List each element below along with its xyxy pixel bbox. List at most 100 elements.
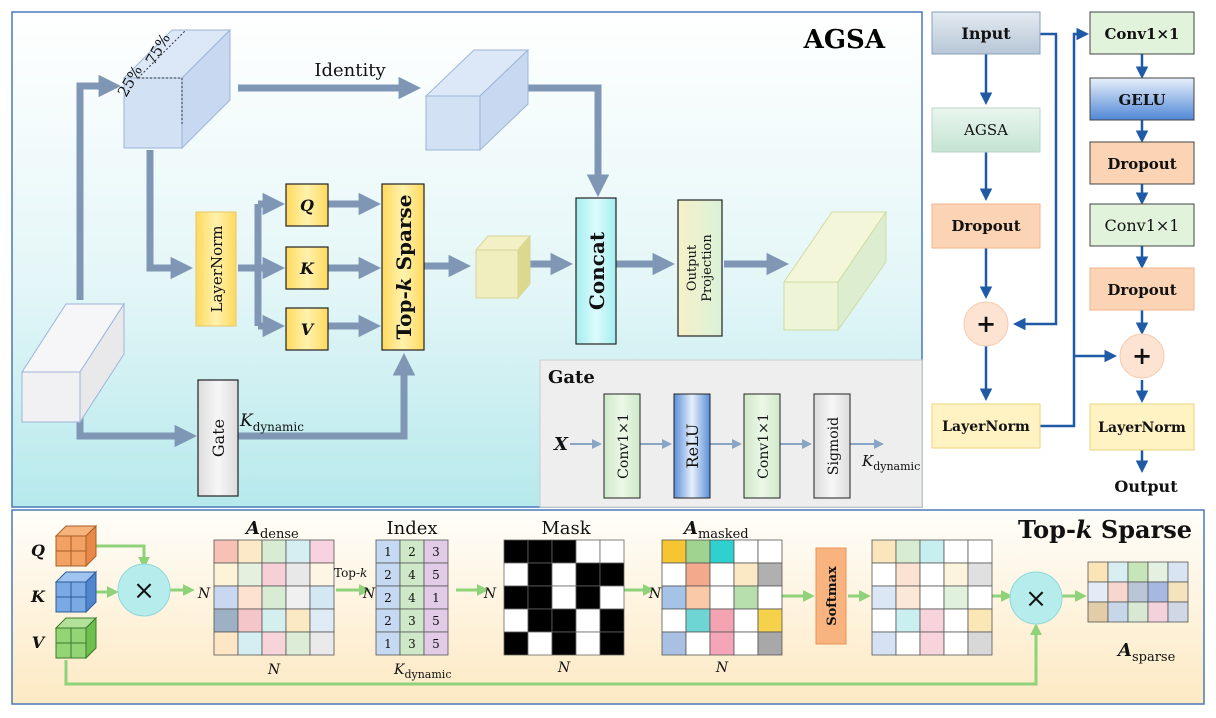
- gate-sigmoid-box: [813, 393, 851, 499]
- topk-arrow-label: Top-k: [334, 566, 367, 580]
- a-sparse-grid: [1087, 561, 1189, 623]
- index-cell: 2: [384, 591, 392, 605]
- index-cell: 2: [408, 545, 416, 559]
- index-cell: 5: [432, 637, 440, 651]
- gate-conv1-box: [603, 393, 641, 499]
- k-label: K: [299, 259, 315, 278]
- topk-multiply2-circle: [1009, 571, 1063, 625]
- mask-title: Mask: [541, 518, 591, 539]
- agsa-kdynamic-label: Kdynamic: [239, 411, 304, 434]
- softmax-box: [815, 547, 847, 645]
- concat-label: Concat: [585, 231, 609, 310]
- topk-sparse-box: [381, 183, 425, 351]
- topk-q-label: Q: [31, 541, 45, 560]
- split-feature-cuboid: [122, 28, 232, 150]
- index-cell: 3: [408, 637, 416, 651]
- block-conv-a-label: Conv1×1: [1104, 25, 1179, 43]
- identity-feature-cuboid: [424, 48, 530, 152]
- gate-label: Gate: [209, 419, 228, 457]
- a-dense-grid: [213, 539, 335, 656]
- a-masked-grid: [661, 539, 783, 656]
- output-projection-label: OutputProjection: [685, 234, 715, 302]
- gate-sigmoid-label: Sigmoid: [826, 417, 842, 475]
- gate-panel-x: X: [553, 434, 569, 455]
- block-layernorm2-box: [1089, 403, 1195, 451]
- topk-k-label: K: [30, 587, 46, 606]
- gate-box: [197, 379, 239, 497]
- a-dense-n-bottom: N: [267, 662, 281, 678]
- index-cell: 3: [432, 545, 440, 559]
- block-conv-b-box: [1089, 203, 1195, 247]
- block-conv-b-label: Conv1×1: [1105, 216, 1180, 235]
- softmax-output-grid: [871, 539, 993, 656]
- topk-sparse-label: Top-k Sparse: [392, 195, 416, 340]
- a-dense-n-left: N: [197, 586, 211, 602]
- agsa-title: AGSA: [803, 25, 886, 55]
- block-conv-a-box: [1089, 11, 1195, 55]
- index-cell: 2: [384, 568, 392, 582]
- block-input-box: [931, 11, 1041, 55]
- identity-label: Identity: [314, 60, 386, 81]
- block-dropout1-label: Dropout: [951, 217, 1020, 235]
- topk-k-cube: [54, 570, 98, 614]
- block-agsa-box: [931, 107, 1041, 153]
- topk-q-cube: [54, 524, 98, 568]
- a-dense-label: Adense: [244, 518, 299, 542]
- block-add2-label: +: [1132, 341, 1152, 370]
- block-layernorm1-box: [931, 403, 1041, 449]
- output-feature-cuboid: [783, 210, 887, 332]
- mask-n-bottom: N: [557, 660, 571, 676]
- block-input-label: Input: [961, 24, 1011, 43]
- block-dropout3-box: [1089, 267, 1195, 311]
- gate-conv1-label: Conv1×1: [616, 413, 632, 479]
- index-cell: 1: [432, 591, 440, 605]
- block-layernorm2-label: LayerNorm: [1098, 420, 1186, 436]
- mask-grid: [503, 539, 625, 656]
- concat-box: [575, 197, 617, 345]
- v-box: [285, 307, 329, 351]
- index-title: Index: [386, 518, 437, 539]
- q-label: Q: [300, 196, 314, 215]
- gate-relu-box: [673, 393, 711, 499]
- topk-arrows: [64, 544, 1087, 686]
- a-masked-n-bottom: N: [715, 660, 729, 676]
- index-grid: [375, 539, 449, 656]
- index-cell: 1: [384, 545, 392, 559]
- block-output-label: Output: [1114, 477, 1178, 496]
- topk-v-cube: [54, 616, 98, 660]
- agsa-arrows: [76, 74, 789, 448]
- index-cell: 2: [384, 614, 392, 628]
- block-dropout1-box: [931, 203, 1041, 249]
- a-masked-n-left: N: [648, 586, 662, 602]
- softmax-label: Softmax: [825, 566, 840, 626]
- index-cell: 3: [408, 614, 416, 628]
- gate-conv2-box: [743, 393, 781, 499]
- a-sparse-label: Asparse: [1116, 640, 1176, 665]
- block-arrows: [979, 27, 1149, 473]
- topk-multiply1-label: ×: [133, 576, 155, 606]
- index-cell: 4: [408, 568, 416, 582]
- gate-conv2-label: Conv1×1: [756, 413, 772, 479]
- index-cell: 5: [432, 614, 440, 628]
- block-gelu-box: [1089, 77, 1195, 121]
- mask-n-left: N: [483, 586, 497, 602]
- block-dropout2-box: [1089, 141, 1195, 185]
- index-n-left: N: [362, 586, 376, 602]
- agsa-layernorm-label: LayerNorm: [208, 226, 226, 313]
- a-masked-label: Amasked: [682, 518, 749, 542]
- block-add2-circle: [1119, 333, 1165, 379]
- block-dropout3-label: Dropout: [1107, 281, 1176, 299]
- agsa-layernorm-box: [195, 211, 237, 327]
- block-add1-circle: [963, 301, 1009, 347]
- index-values: 1 2 3 2 4 5 2 4 1 2 3 5 1 3 5: [384, 545, 440, 651]
- index-kdynamic-label: Kdynamic: [393, 662, 451, 681]
- topk-multiply1-circle: [117, 563, 171, 617]
- k-box: [285, 246, 329, 290]
- block-add1-label: +: [976, 309, 996, 338]
- input-feature-cuboid: [21, 302, 125, 424]
- gate-panel-title: Gate: [548, 367, 595, 388]
- gate-relu-label: ReLU: [683, 424, 702, 469]
- index-cell: 4: [408, 591, 416, 605]
- v-label: V: [301, 320, 315, 339]
